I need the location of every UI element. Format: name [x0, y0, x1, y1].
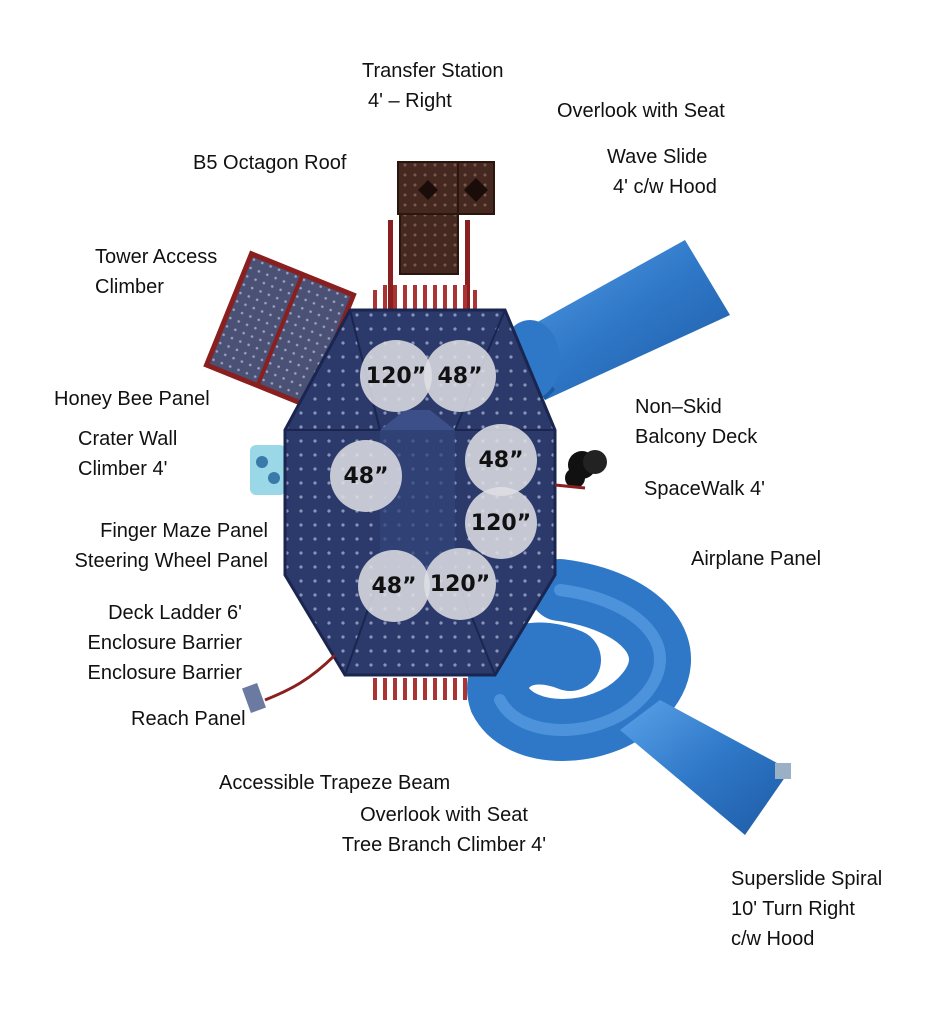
label-finger-maze: Finger Maze Panel Steering Wheel Panel [72, 516, 268, 576]
label-line: Tree Branch Climber 4' [341, 834, 547, 856]
deck-height-value: 48” [371, 573, 417, 599]
label-transfer-station: Transfer Station 4' – Right [362, 56, 504, 116]
label-overlook-bottom: Overlook with Seat Tree Branch Climber 4… [338, 800, 550, 860]
crater-wall-climber [250, 445, 286, 495]
label-reach-panel: Reach Panel [131, 704, 246, 734]
label-line: Overlook with Seat [557, 100, 725, 122]
label-line: c/w Hood [731, 928, 815, 950]
deck-height-value: 120” [429, 571, 491, 597]
label-line: Climber 4' [78, 458, 168, 480]
label-line: Transfer Station [362, 60, 504, 82]
label-spacewalk: SpaceWalk 4' [644, 474, 765, 504]
label-line: Balcony Deck [635, 426, 758, 448]
label-line: SpaceWalk 4' [644, 478, 765, 500]
superslide-spiral [467, 559, 791, 835]
label-tower-access: Tower Access Climber [95, 242, 217, 302]
label-b5-roof: B5 Octagon Roof [193, 148, 346, 178]
label-line: 10' Turn Right [731, 898, 855, 920]
label-overlook-top: Overlook with Seat [557, 96, 725, 126]
deck-height-badge: 48” [330, 440, 402, 512]
label-line: 4' – Right [368, 90, 452, 112]
label-line: Tower Access [95, 246, 218, 268]
deck-height-badge: 120” [465, 487, 537, 559]
reach-panel [242, 653, 337, 713]
label-line: Overlook with Seat [360, 804, 528, 826]
label-deck-ladder: Deck Ladder 6' Enclosure Barrier Enclosu… [82, 598, 242, 688]
label-line: Accessible Trapeze Beam [219, 772, 451, 794]
label-line: B5 Octagon Roof [193, 152, 347, 174]
label-line: Non–Skid [635, 396, 722, 418]
label-line: Steering Wheel Panel [74, 550, 268, 572]
label-crater-wall: Crater Wall Climber 4' [78, 424, 177, 484]
enclosure-barrier [373, 678, 467, 700]
deck-height-badge: 48” [424, 340, 496, 412]
label-honey-bee: Honey Bee Panel [54, 384, 210, 414]
deck-height-value: 48” [437, 363, 483, 389]
label-line: Airplane Panel [691, 548, 822, 570]
wave-slide [500, 240, 730, 400]
label-non-skid: Non–Skid Balcony Deck [635, 392, 757, 452]
deck-height-value: 120” [470, 510, 532, 536]
label-line: Reach Panel [131, 708, 246, 730]
label-line: Honey Bee Panel [54, 388, 210, 410]
deck-height-badge: 48” [358, 550, 430, 622]
label-line: Superslide Spiral [731, 868, 883, 890]
deck-height-badge: 48” [465, 424, 537, 496]
label-wave-slide: Wave Slide 4' c/w Hood [607, 142, 717, 202]
label-trapeze: Accessible Trapeze Beam [219, 768, 450, 798]
label-line: Enclosure Barrier [87, 662, 242, 684]
label-line: Wave Slide [607, 146, 708, 168]
deck-height-badge: 120” [360, 340, 432, 412]
transfer-station [373, 161, 495, 315]
label-airplane: Airplane Panel [691, 544, 821, 574]
label-line: Deck Ladder 6' [108, 602, 242, 624]
deck-height-value: 120” [365, 363, 427, 389]
spacewalk [554, 450, 607, 490]
tower-access-climber [203, 250, 357, 410]
deck-height-value: 48” [343, 463, 389, 489]
label-line: Climber [95, 276, 164, 298]
deck-height-value: 48” [478, 447, 524, 473]
deck-height-badge: 120” [424, 548, 496, 620]
label-line: Finger Maze Panel [100, 520, 268, 542]
label-line: Enclosure Barrier [87, 632, 242, 654]
label-line: Crater Wall [78, 428, 178, 450]
label-superslide: Superslide Spiral 10' Turn Right c/w Hoo… [731, 864, 882, 954]
label-line: 4' c/w Hood [613, 176, 717, 198]
